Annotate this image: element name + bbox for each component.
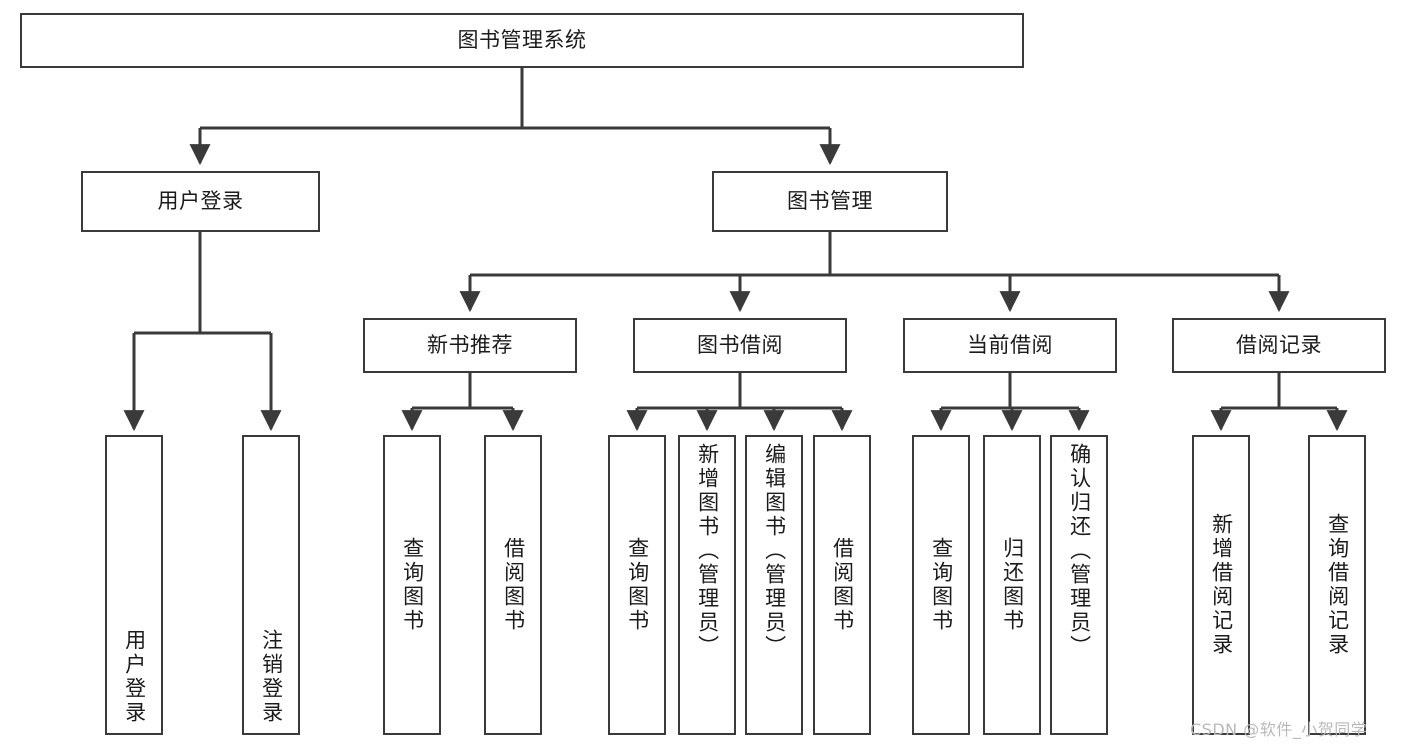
- leaf-borrow-book-label: 借阅图书: [830, 537, 855, 633]
- leaf-borrow-book[interactable]: 借阅图书: [813, 435, 871, 735]
- leaf-return-book-label: 归还图书: [1000, 537, 1025, 633]
- leaf-confirm-return-admin-label: 确认归还（管理员）: [1067, 443, 1092, 659]
- node-book-borrow[interactable]: 图书借阅: [633, 318, 847, 373]
- leaf-query-book-current-label: 查询图书: [929, 537, 954, 633]
- leaf-borrow-book-recommend-label: 借阅图书: [501, 537, 526, 633]
- leaf-logout[interactable]: 注销登录: [242, 435, 300, 735]
- watermark-text: CSDN @软件_小贺同学: [1190, 720, 1368, 739]
- leaf-add-book-admin[interactable]: 新增图书（管理员）: [678, 435, 736, 735]
- leaf-query-borrow-record-label: 查询借阅记录: [1325, 513, 1350, 657]
- node-new-book-recommend-label: 新书推荐: [427, 333, 513, 358]
- leaf-add-borrow-record-label: 新增借阅记录: [1209, 513, 1234, 657]
- leaf-add-book-admin-label: 新增图书（管理员）: [695, 443, 720, 659]
- node-root-label: 图书管理系统: [457, 28, 587, 53]
- node-book-management-label: 图书管理: [787, 189, 873, 214]
- node-book-management[interactable]: 图书管理: [712, 171, 948, 232]
- node-new-book-recommend[interactable]: 新书推荐: [363, 318, 577, 373]
- node-user-login[interactable]: 用户登录: [81, 171, 320, 232]
- leaf-return-book[interactable]: 归还图书: [983, 435, 1041, 735]
- leaf-add-borrow-record[interactable]: 新增借阅记录: [1192, 435, 1250, 735]
- leaf-query-book-recommend[interactable]: 查询图书: [383, 435, 441, 735]
- leaf-user-login[interactable]: 用户登录: [105, 435, 163, 735]
- node-current-borrow-label: 当前借阅: [967, 333, 1053, 358]
- leaf-query-book-label: 查询图书: [625, 537, 650, 633]
- leaf-user-login-label: 用户登录: [122, 629, 147, 725]
- leaf-query-book-current[interactable]: 查询图书: [912, 435, 970, 735]
- leaf-edit-book-admin[interactable]: 编辑图书（管理员）: [745, 435, 803, 735]
- node-borrow-record-label: 借阅记录: [1236, 333, 1322, 358]
- node-root[interactable]: 图书管理系统: [20, 13, 1024, 68]
- leaf-confirm-return-admin[interactable]: 确认归还（管理员）: [1050, 435, 1108, 735]
- node-borrow-record[interactable]: 借阅记录: [1172, 318, 1386, 373]
- node-current-borrow[interactable]: 当前借阅: [903, 318, 1117, 373]
- leaf-query-borrow-record[interactable]: 查询借阅记录: [1308, 435, 1366, 735]
- leaf-logout-label: 注销登录: [259, 629, 284, 725]
- leaf-edit-book-admin-label: 编辑图书（管理员）: [762, 443, 787, 659]
- leaf-query-book-recommend-label: 查询图书: [400, 537, 425, 633]
- node-book-borrow-label: 图书借阅: [697, 333, 783, 358]
- node-user-login-label: 用户登录: [157, 189, 244, 214]
- leaf-query-book[interactable]: 查询图书: [608, 435, 666, 735]
- leaf-borrow-book-recommend[interactable]: 借阅图书: [484, 435, 542, 735]
